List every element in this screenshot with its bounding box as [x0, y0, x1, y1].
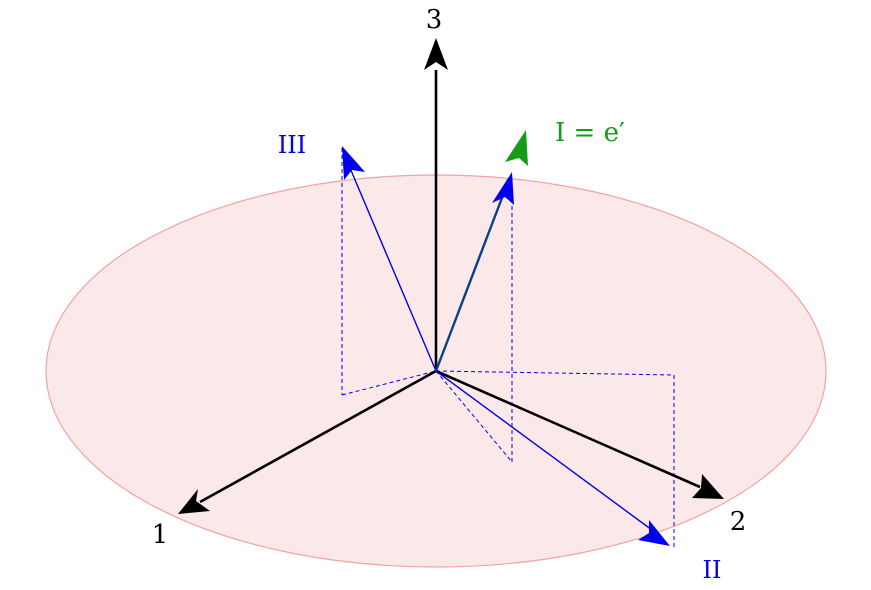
vector-I-arrowhead-icon — [492, 172, 514, 205]
vector-I — [434, 189, 507, 372]
axis-3-label: 3 — [426, 5, 443, 35]
axis-3-arrowhead-icon — [424, 38, 448, 70]
principal-vectors — [349, 167, 653, 531]
vector-III — [349, 167, 437, 372]
axis-1 — [199, 369, 437, 504]
principal-arrowheads — [342, 146, 670, 546]
vector-II-label: II — [703, 556, 722, 584]
guide-I-base — [435, 370, 513, 463]
vector-II — [435, 370, 653, 531]
vector-III-label: III — [278, 131, 306, 159]
e-prime-arrowhead-icon — [505, 130, 528, 166]
axis-1-arrowhead-icon — [178, 489, 210, 514]
axis-2 — [435, 369, 701, 489]
projection-guides — [341, 148, 675, 548]
vector-I-label: I = e′ — [555, 118, 625, 148]
axis-2-label: 2 — [730, 507, 747, 537]
vector-III-arrowhead-icon — [342, 146, 365, 180]
guide-II-top — [435, 370, 675, 376]
axis-arrowheads — [178, 38, 724, 514]
guide-III-base — [341, 370, 437, 396]
axes — [199, 70, 701, 504]
vector-II-arrowhead-icon — [638, 520, 670, 546]
axis-1-label: 1 — [152, 520, 169, 550]
axis-2-arrowhead-icon — [692, 474, 724, 499]
